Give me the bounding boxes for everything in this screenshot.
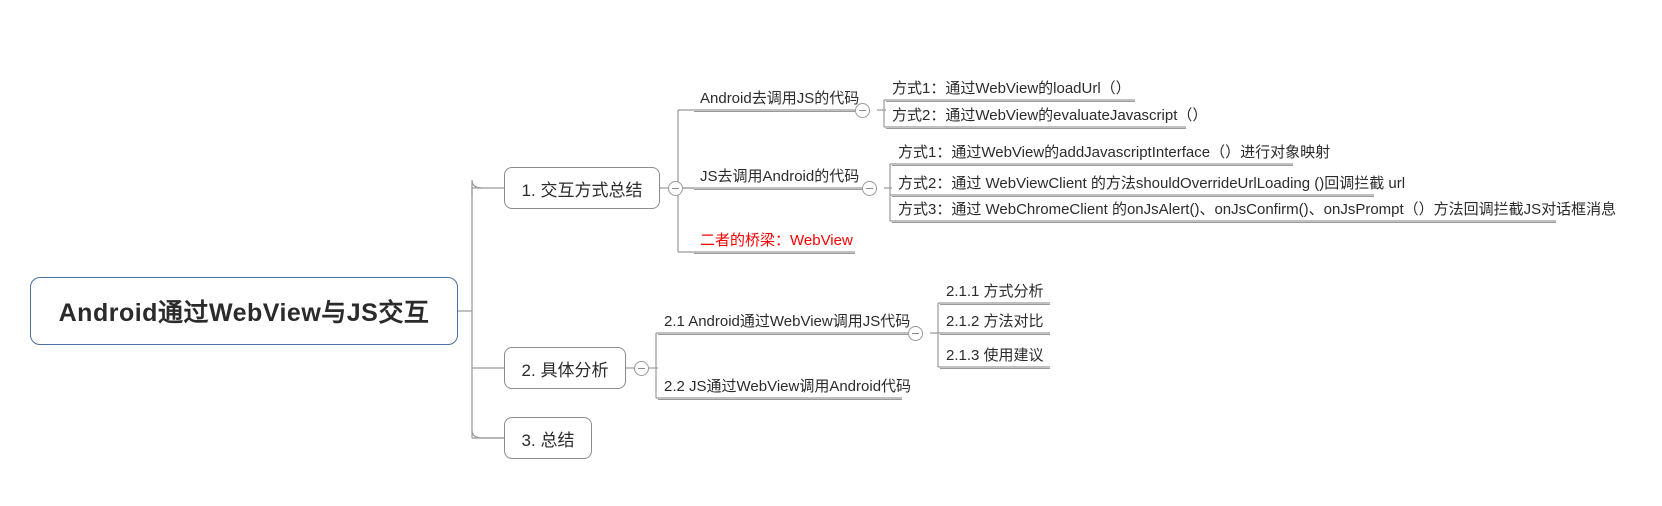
branch-node-3-label: 3. 总结 [521,430,575,450]
node-method-loadurl-label: 方式1：通过WebView的loadUrl（） [892,80,1131,97]
node-method-shouldoverrideurlloading[interactable]: 方式2：通过 WebViewClient 的方法shouldOverrideUr… [892,173,1405,197]
root-node[interactable]: Android通过WebView与JS交互 [30,277,458,345]
branch-node-1[interactable]: 1. 交互方式总结 [504,167,660,209]
node-2-1-1-method-analysis-label: 2.1.1 方式分析 [946,283,1044,300]
node-bridge-webview[interactable]: 二者的桥梁：WebView [694,230,855,254]
node-2-1-2-method-comparison[interactable]: 2.1.2 方法对比 [940,311,1050,335]
node-method-loadurl[interactable]: 方式1：通过WebView的loadUrl（） [886,78,1135,102]
node-android-calls-js[interactable]: Android去调用JS的代码 [694,88,859,112]
collapse-toggle-icon-js-calls-android[interactable] [862,181,877,196]
branch-node-1-label: 1. 交互方式总结 [521,180,643,200]
branch-node-2-label: 2. 具体分析 [521,360,609,380]
node-method-shouldoverrideurlloading-label: 方式2：通过 WebViewClient 的方法shouldOverrideUr… [898,175,1406,192]
collapse-toggle-icon-android-calls-js[interactable] [855,103,870,118]
root-node-label: Android通过WebView与JS交互 [58,299,430,327]
node-method-addjavascriptinterface[interactable]: 方式1：通过WebView的addJavascriptInterface（）进行… [892,142,1330,166]
collapse-toggle-icon-2-1[interactable] [908,326,923,341]
node-2-1-3-usage-advice[interactable]: 2.1.3 使用建议 [940,345,1050,369]
node-2-1-3-usage-advice-label: 2.1.3 使用建议 [946,347,1044,364]
node-2-1-android-calls-js-label: 2.1 Android通过WebView调用JS代码 [664,313,911,330]
node-2-1-1-method-analysis[interactable]: 2.1.1 方式分析 [940,281,1050,305]
node-2-1-android-calls-js[interactable]: 2.1 Android通过WebView调用JS代码 [658,311,911,335]
node-js-calls-android-label: JS去调用Android的代码 [700,168,860,185]
node-method-webchromeclient-dialogs-label: 方式3：通过 WebChromeClient 的onJsAlert()、onJs… [898,201,1617,218]
branch-node-2[interactable]: 2. 具体分析 [504,347,626,389]
branch-node-3[interactable]: 3. 总结 [504,417,592,459]
node-method-evaluatejavascript[interactable]: 方式2：通过WebView的evaluateJavascript（） [886,105,1207,129]
node-js-calls-android[interactable]: JS去调用Android的代码 [694,166,862,190]
collapse-toggle-icon-branch-1[interactable] [668,181,683,196]
node-2-2-js-calls-android[interactable]: 2.2 JS通过WebView调用Android代码 [658,376,911,400]
node-method-addjavascriptinterface-label: 方式1：通过WebView的addJavascriptInterface（）进行… [898,144,1331,161]
node-method-evaluatejavascript-label: 方式2：通过WebView的evaluateJavascript（） [892,107,1208,124]
node-method-webchromeclient-dialogs[interactable]: 方式3：通过 WebChromeClient 的onJsAlert()、onJs… [892,199,1616,223]
node-bridge-webview-label: 二者的桥梁：WebView [700,232,853,249]
node-2-2-js-calls-android-label: 2.2 JS通过WebView调用Android代码 [664,378,912,395]
node-android-calls-js-label: Android去调用JS的代码 [700,90,860,107]
node-2-1-2-method-comparison-label: 2.1.2 方法对比 [946,313,1044,330]
collapse-toggle-icon-branch-2[interactable] [634,361,649,376]
